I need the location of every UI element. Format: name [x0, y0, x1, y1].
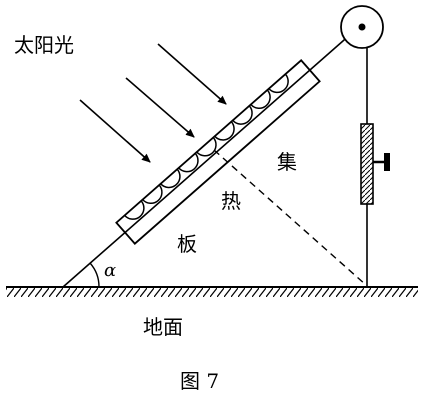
incline-line [62, 25, 361, 288]
collector-label-ban: 板 [177, 232, 197, 256]
dashed-perpendicular [213, 149, 367, 286]
sun-ray-1 [157, 43, 227, 105]
pulley-icon [340, 5, 384, 49]
ground [6, 286, 418, 297]
figure-caption: 图 7 [180, 369, 219, 393]
angle-label: α [104, 260, 116, 281]
sunlight-rays [79, 43, 227, 163]
angle-arc [89, 262, 100, 288]
collector-label-ji: 集 [277, 150, 297, 174]
counterweight-icon [360, 123, 390, 205]
sun-ray-3 [79, 99, 151, 163]
sun-ray-2 [125, 77, 195, 138]
collector-cells [124, 73, 289, 220]
collector-label-re: 热 [221, 189, 241, 213]
sunlight-label: 太阳光 [14, 33, 74, 57]
ground-label: 地面 [143, 315, 183, 339]
